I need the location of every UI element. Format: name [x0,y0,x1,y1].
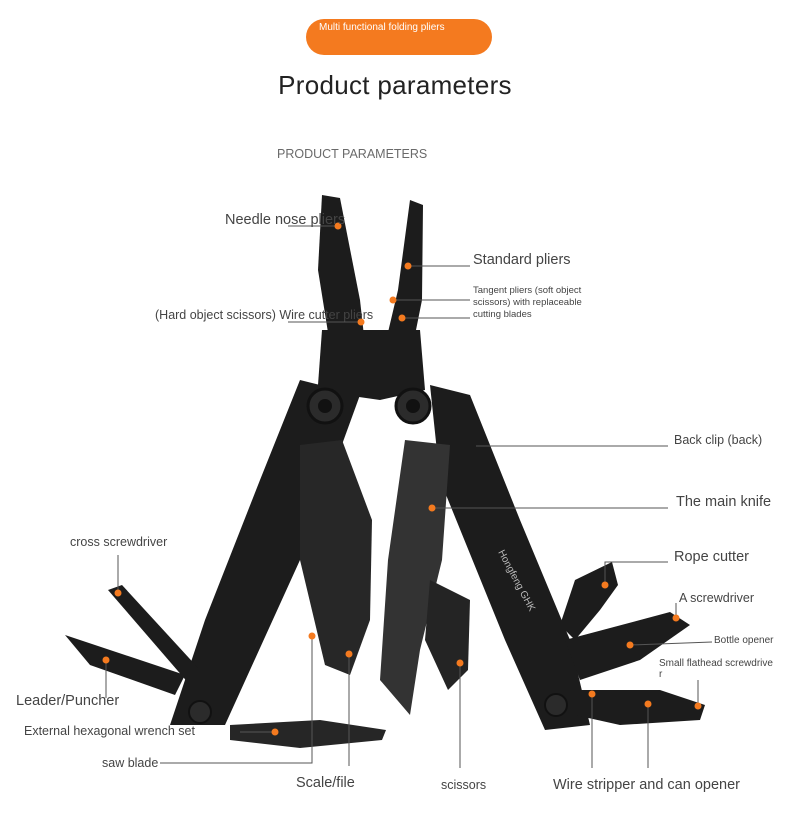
label-standard-pliers: Standard pliers [473,252,571,268]
label-tangent-pliers: Tangent pliers (soft object scissors) wi… [473,285,582,321]
label-saw-blade: saw blade [102,756,159,770]
label-leader-puncher: Leader/Puncher [16,693,120,709]
left-plier-jaw [318,195,365,345]
label-a-screwdriver: A screwdriver [679,591,755,605]
label-flathead-line-1: Small flathead screwdrive [659,658,773,669]
label-wire-cutter: (Hard object scissors) Wire cutter plier… [155,308,374,322]
plier-pivot-head [318,330,425,400]
label-cross-screwdriver: cross screwdriver [70,535,168,549]
label-tangent-line-2: scissors) with replaceable [473,297,582,308]
leader-lines [105,225,713,768]
label-flathead-line-2: r [659,669,663,680]
label-back-clip: Back clip (back) [674,433,763,447]
label-hex-wrench: External hexagonal wrench set [24,724,195,738]
bottle-opener-tool [570,690,705,725]
saw-blade-tool [230,720,386,748]
main-knife-blade [380,440,450,715]
label-tangent-line-1: Tangent pliers (soft object [473,285,582,296]
label-rope-cutter: Rope cutter [674,549,749,565]
product-badge: Multi functional folding pliers [306,19,492,55]
label-tangent-line-3: cutting blades [473,309,532,320]
right-plier-jaw [385,200,423,350]
page-subtitle: PRODUCT PARAMETERS [277,147,428,161]
callout-markers [102,222,702,736]
label-scissors: scissors [441,778,487,792]
rope-cutter-tool [560,562,618,640]
bottom-left-pivot [188,700,212,724]
multitool-body [65,195,705,748]
right-handle [430,385,590,730]
label-main-knife: The main knife [676,494,772,510]
page-title: Product parameters [278,70,512,100]
cross-screwdriver-tool [108,585,200,685]
leader-puncher-tool [65,635,185,695]
scissors-tool [425,580,470,690]
label-needle-nose-pliers: Needle nose pliers [225,212,346,228]
label-bottle-opener: Bottle opener [714,635,774,646]
label-wire-stripper: Wire stripper and can opener [553,777,740,793]
label-scale-file: Scale/file [296,775,355,791]
bottom-right-pivot [544,693,568,717]
scale-file-tool [300,440,372,675]
label-small-flathead: Small flathead screwdrive r [659,658,773,680]
